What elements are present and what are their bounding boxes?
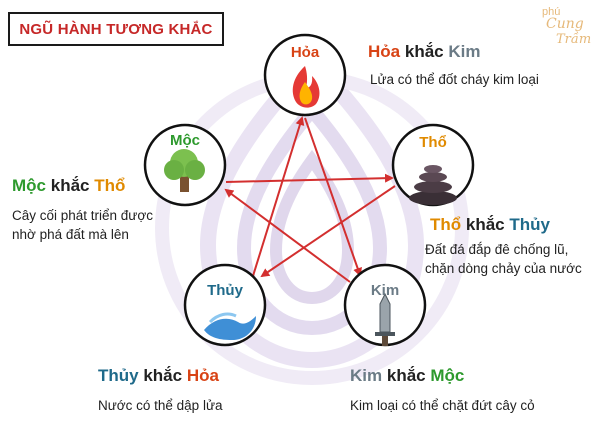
caption-subject: Thủy [98,366,139,385]
khac-arrows [224,116,396,283]
caption-object: Hỏa [186,366,219,385]
caption-thuy-khac-hoa: Thủy khắc Hỏa [98,366,219,386]
caption-subject: Mộc [12,176,46,195]
arrow-kim-to-moc [224,188,351,283]
desc-line: chặn dòng chảy của nước [425,261,582,276]
logo-text-tram: Trầm [556,32,592,47]
tree-icon [164,149,205,192]
cung-tram-logo: phú Cung Trầm [540,4,596,50]
node-label-water: Thủy [207,282,243,299]
caption-object: Kim [448,42,481,61]
desc-line: Cây cối phát triển được [12,208,153,223]
desc-tho-khac-thuy: Đất đá đắp đê chống lũ, chặn dòng chảy c… [425,240,597,278]
logo-text-small: phú [542,6,561,18]
caption-kim-khac-moc: Kim khắc Mộc [350,366,464,386]
node-label-earth: Thổ [419,134,447,151]
caption-object: Thổ [94,176,126,195]
caption-subject: Hỏa [368,42,401,61]
caption-verb: khắc [404,42,444,61]
desc-line: nhờ phá đất mà lên [12,227,129,242]
caption-verb: khắc [143,366,183,385]
caption-subject: Kim [350,366,383,385]
desc-kim-khac-moc: Kim loại có thể chặt đứt cây cỏ [350,398,535,413]
desc-hoa-khac-kim: Lửa có thể đốt cháy kim loại [370,72,539,87]
diagram-title: NGŨ HÀNH TƯƠNG KHẮC [8,12,224,46]
arrow-moc-to-tho [225,173,394,183]
caption-verb: khắc [386,366,426,385]
sword-icon [375,292,395,346]
arrow-hoa-to-kim [304,117,362,277]
caption-object: Thủy [509,215,550,234]
caption-moc-khac-tho: Mộc khắc Thổ [12,176,125,196]
caption-tho-khac-thuy: Thổ khắc Thủy [430,215,550,235]
node-label-metal: Kim [370,282,400,299]
node-label-wood: Mộc [170,132,200,149]
flame-icon [292,66,320,108]
caption-subject: Thổ [430,215,462,234]
arrow-thuy-to-hoa [252,116,305,277]
water-wave-icon [204,312,256,340]
arrow-tho-to-thuy [260,185,396,278]
desc-line: Đất đá đắp đê chống lũ, [425,242,569,257]
logo-text-cung: Cung [546,16,584,32]
caption-object: Mộc [430,366,465,385]
caption-verb: khắc [50,176,90,195]
caption-hoa-khac-kim: Hỏa khắc Kim [368,42,480,62]
stacked-stones-icon [409,165,457,205]
desc-moc-khac-tho: Cây cối phát triển được nhờ phá đất mà l… [12,206,187,244]
node-label-fire: Hỏa [290,44,320,61]
caption-verb: khắc [465,215,505,234]
desc-thuy-khac-hoa: Nước có thể dập lửa [98,398,223,413]
